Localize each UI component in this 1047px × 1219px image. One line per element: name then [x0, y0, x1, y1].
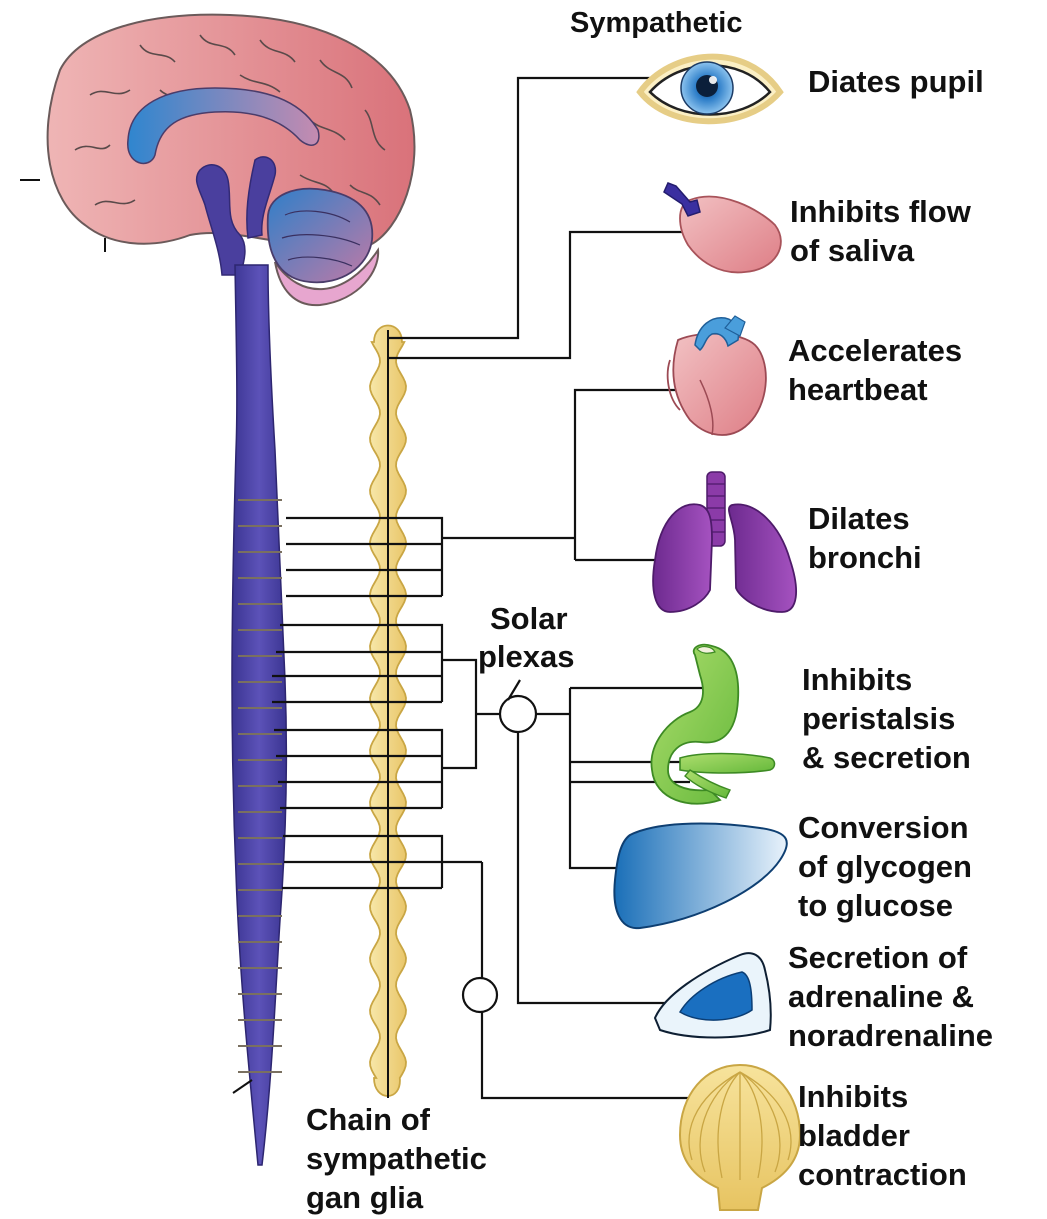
effect-label-line: bladder: [798, 1116, 967, 1155]
effect-label-line: Diates pupil: [808, 62, 984, 101]
effect-label-line: & secretion: [802, 738, 971, 777]
effect-label-line: Dilates: [808, 499, 922, 538]
brain-icon: [48, 15, 415, 305]
solar-plexus-ganglion: [500, 696, 536, 732]
effect-label-glycogen: Conversion of glycogen to glucose: [798, 808, 972, 925]
effect-label-adrenaline: Secretion of adrenaline & noradrenaline: [788, 938, 993, 1055]
diagram-title: Sympathetic: [570, 4, 742, 43]
structure-label-line: gan glia: [306, 1178, 487, 1217]
liver-icon: [614, 824, 786, 929]
effect-label-line: of saliva: [790, 231, 971, 270]
effect-label-line: peristalsis: [802, 699, 971, 738]
solar-plexus-label: Solar plexas: [478, 600, 575, 676]
bladder-icon: [680, 1065, 800, 1210]
heart-icon: [668, 316, 766, 435]
effect-label-line: contraction: [798, 1155, 967, 1194]
effect-label-pupil: Diates pupil: [808, 62, 984, 101]
effect-label-line: Inhibits: [802, 660, 971, 699]
effect-label-line: Inhibits flow: [790, 192, 971, 231]
effect-label-line: heartbeat: [788, 370, 962, 409]
effect-label-line: noradrenaline: [788, 1016, 993, 1055]
effect-label-bladder: Inhibits bladder contraction: [798, 1077, 967, 1194]
structure-label-line: sympathetic: [306, 1139, 487, 1178]
structure-label-line: Chain of: [306, 1100, 487, 1139]
effect-label-bronchi: Dilates bronchi: [808, 499, 922, 577]
effect-label-line: to glucose: [798, 886, 972, 925]
adrenal-gland-icon: [655, 953, 771, 1037]
stomach-icon: [651, 645, 774, 804]
effect-label-peristalsis: Inhibits peristalsis & secretion: [802, 660, 971, 777]
structure-label-line: Solar: [478, 600, 575, 638]
structure-label-line: plexas: [478, 638, 575, 676]
ganglia-chain-label: Chain of sympathetic gan glia: [306, 1100, 487, 1217]
effect-label-line: Inhibits: [798, 1077, 967, 1116]
salivary-gland-icon: [664, 183, 781, 272]
inferior-mesenteric-ganglion: [463, 978, 497, 1012]
effect-label-line: Accelerates: [788, 331, 962, 370]
effect-label-line: Secretion of: [788, 938, 993, 977]
effect-label-heartbeat: Accelerates heartbeat: [788, 331, 962, 409]
sympathetic-ganglia-chain: [370, 326, 406, 1099]
lungs-icon: [653, 472, 796, 612]
effect-label-saliva: Inhibits flow of saliva: [790, 192, 971, 270]
effect-label-line: Conversion: [798, 808, 972, 847]
spinal-cord: [232, 265, 286, 1165]
effect-label-line: of glycogen: [798, 847, 972, 886]
effect-label-line: adrenaline &: [788, 977, 993, 1016]
effect-label-line: bronchi: [808, 538, 922, 577]
eye-icon: [640, 57, 780, 122]
